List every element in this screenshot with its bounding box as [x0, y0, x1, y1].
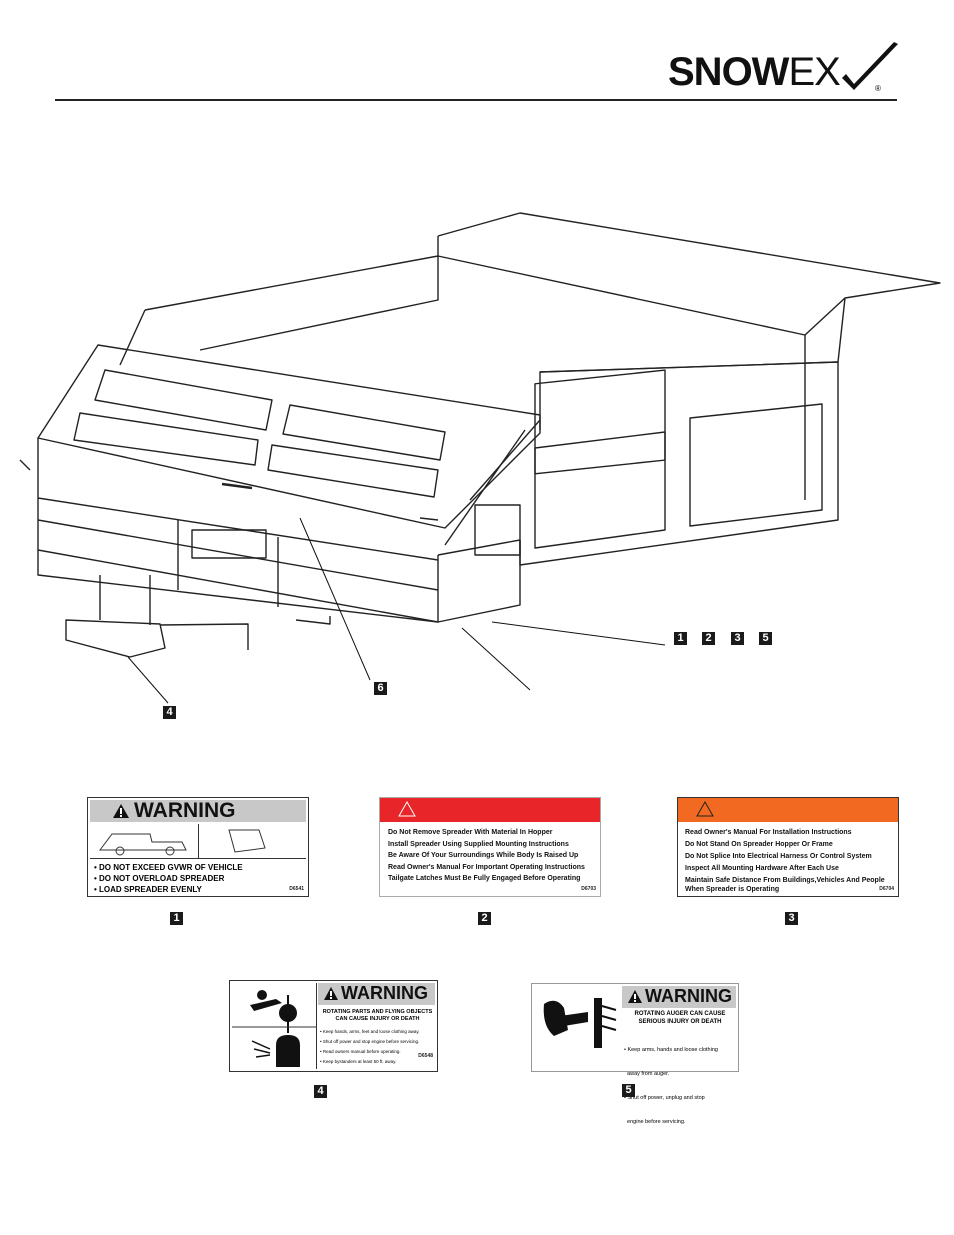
- spreader-illustration: [199, 824, 306, 859]
- leader-lines: [127, 517, 666, 704]
- decal-1: WARNING • DO NOT EXCEED GVWR OF VEHICLE …: [87, 797, 309, 897]
- decal-4-subheader-line: ROTATING PARTS AND FLYING OBJECTS: [322, 1009, 433, 1015]
- registered-mark: ®: [875, 84, 881, 93]
- decal-1-title: WARNING: [134, 799, 236, 822]
- decal-5-item: • Keep arms, hands and loose clothing: [624, 1047, 718, 1053]
- decal-4-item: • Keep bystanders at least 50 ft. away.: [320, 1059, 397, 1064]
- decal-3-items: Read Owner's Manual For Installation Ins…: [685, 827, 885, 896]
- decal-1-items: • DO NOT EXCEED GVWR OF VEHICLE • DO NOT…: [94, 862, 243, 895]
- decal-3-item: Read Owner's Manual For Installation Ins…: [685, 829, 852, 836]
- decal-4-item: • Shut off power and stop engine before …: [320, 1039, 420, 1044]
- decal-1-header-band: [90, 800, 306, 822]
- decal-1-code: D6541: [289, 886, 304, 892]
- decal-4-code: D6548: [418, 1053, 433, 1059]
- callout-badge-6: 6: [374, 682, 387, 695]
- decal-5-item: away from auger.: [624, 1071, 670, 1077]
- decal-5-item: • Shut off power, unplug and stop: [624, 1095, 705, 1101]
- checkmark-logo-icon: [842, 42, 898, 90]
- decal-4-title: WARNING: [341, 983, 428, 1003]
- callout-badge-4: 4: [163, 706, 176, 719]
- decal-badge-4: 4: [314, 1085, 327, 1098]
- truck-illustration: [90, 824, 199, 859]
- decal-4-item: • Keep hands, arms, feet and loose cloth…: [320, 1029, 420, 1034]
- decal-4-items: • Keep hands, arms, feet and loose cloth…: [320, 1027, 420, 1067]
- decal-2-danger-band: [380, 798, 600, 822]
- decal-4: WARNING ROTATING PARTS AND FLYING OBJECT…: [229, 980, 438, 1072]
- decal-2: Do Not Remove Spreader With Material In …: [379, 797, 601, 897]
- brand-name: SNOW: [668, 50, 789, 94]
- warning-triangle-icon: [324, 987, 338, 1000]
- decal-3: Read Owner's Manual For Installation Ins…: [677, 797, 899, 897]
- decal-5-pictogram: [534, 986, 620, 1069]
- decal-2-items: Do Not Remove Spreader With Material In …: [388, 827, 585, 885]
- warning-triangle-icon: [398, 801, 416, 817]
- decal-3-warning-band: [678, 798, 898, 822]
- decal-2-item: Install Spreader Using Supplied Mounting…: [388, 840, 569, 848]
- decal-1-item: • DO NOT OVERLOAD SPREADER: [94, 874, 225, 883]
- decal-5-title: WARNING: [645, 986, 732, 1006]
- callout-badge-1: 1: [674, 632, 687, 645]
- decal-4-subheader-line: CAN CAUSE INJURY OR DEATH: [335, 1016, 420, 1022]
- decal-5-subheader-line: ROTATING AUGER CAN CAUSE: [634, 1011, 726, 1017]
- decal-5-header-band: [622, 986, 736, 1008]
- decal-2-item: Be Aware Of Your Surroundings While Body…: [388, 852, 579, 859]
- warning-triangle-icon: [696, 801, 714, 817]
- decal-4-item: • Read owners manual before operating.: [320, 1049, 401, 1054]
- decal-4-subheader: ROTATING PARTS AND FLYING OBJECTS CAN CA…: [320, 1009, 435, 1023]
- decal-1-item: • DO NOT EXCEED GVWR OF VEHICLE: [94, 863, 243, 872]
- decal-2-item: Do Not Remove Spreader With Material In …: [388, 829, 553, 836]
- brand-ex: EX: [788, 50, 840, 94]
- spreader-drawing: [19, 212, 941, 658]
- decal-2-item: Tailgate Latches Must Be Fully Engaged B…: [388, 875, 581, 882]
- decal-badge-5: 5: [622, 1084, 635, 1097]
- decal-2-code: D6703: [581, 886, 596, 892]
- callout-badge-2: 2: [702, 632, 715, 645]
- header-rule: [55, 99, 897, 101]
- decal-3-code: D6704: [879, 886, 894, 892]
- decal-5-items: • Keep arms, hands and loose clothing aw…: [624, 1030, 718, 1142]
- decal-3-item: When Spreader is Operating: [685, 886, 780, 893]
- callout-badge-5: 5: [759, 632, 772, 645]
- warning-triangle-icon: [113, 804, 129, 818]
- brand-logo: SNOWEX: [668, 50, 841, 95]
- warning-triangle-icon: [628, 990, 642, 1003]
- decal-5-subheader-line: SERIOUS INJURY OR DEATH: [638, 1018, 722, 1025]
- decal-5-item: engine before servicing.: [624, 1119, 686, 1125]
- decal-3-item: Maintain Safe Distance From Buildings,Ve…: [685, 877, 885, 884]
- decal-badge-1: 1: [170, 912, 183, 925]
- decal-5-subheader: ROTATING AUGER CAN CAUSE SERIOUS INJURY …: [624, 1011, 736, 1026]
- decal-3-item: Do Not Splice Into Electrical Harness Or…: [685, 853, 872, 860]
- callout-badge-3: 3: [731, 632, 744, 645]
- decal-1-item: • LOAD SPREADER EVENLY: [94, 885, 202, 894]
- decal-3-item: Do Not Stand On Spreader Hopper Or Frame: [685, 841, 833, 848]
- decal-badge-2: 2: [478, 912, 491, 925]
- decal-3-item: Inspect All Mounting Hardware After Each…: [685, 865, 839, 872]
- decal-4-pictograms: [232, 983, 317, 1069]
- decal-badge-3: 3: [785, 912, 798, 925]
- decal-5: WARNING ROTATING AUGER CAN CAUSE SERIOUS…: [531, 983, 739, 1125]
- decal-2-item: Read Owner's Manual For Important Operat…: [388, 863, 585, 871]
- decal-4-header-band: [318, 983, 435, 1005]
